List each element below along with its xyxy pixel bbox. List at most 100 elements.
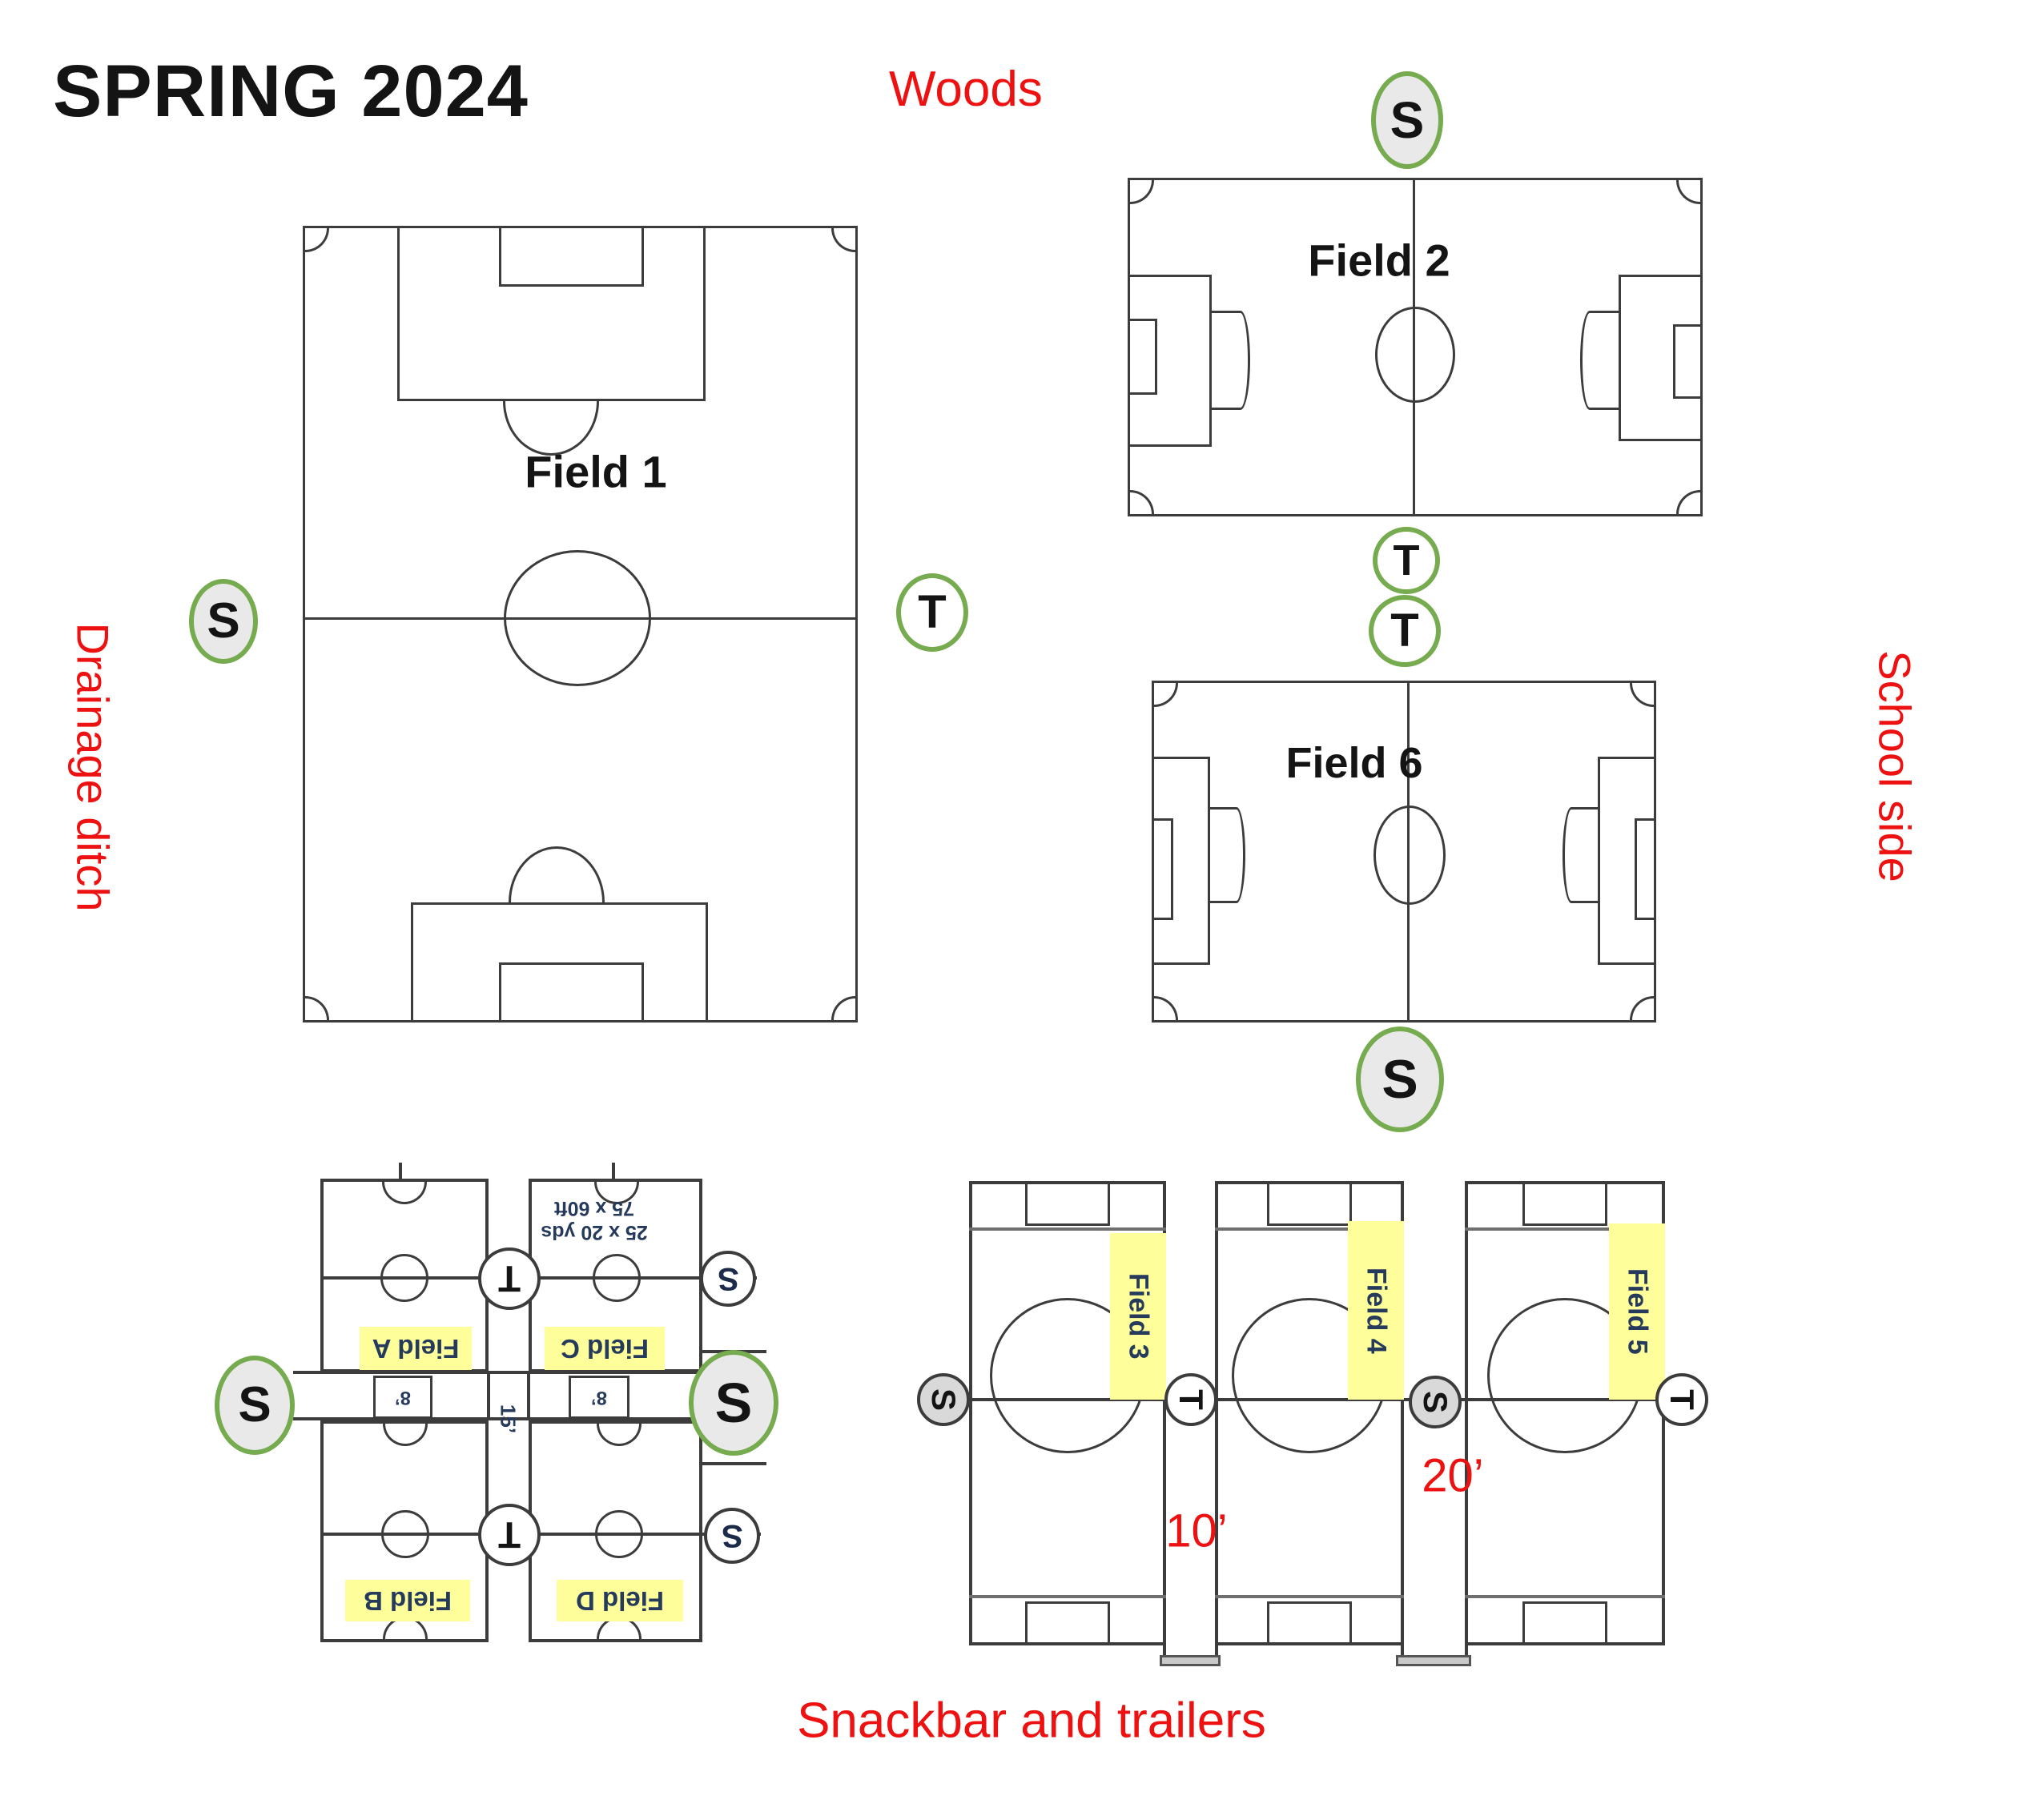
field4-label-text: Field 4 [1361,1267,1392,1354]
field3-penalty-line-top [969,1227,1166,1231]
t-letter: T [497,1514,521,1556]
field1-label: Field 1 [525,446,667,497]
field5-penalty-line-top [1465,1227,1665,1231]
field2-corner-arc [1130,490,1154,514]
complex-corridor-segment [527,1371,530,1420]
field3-pitch [969,1181,1166,1645]
t-letter: T [1390,605,1419,657]
field6-penalty-area-left [1154,757,1210,965]
complex-goal-tick [399,1163,402,1179]
t-letter: T [918,586,947,638]
group345-t-marker-mid: T [1164,1373,1217,1426]
field1-corner-arc [831,996,855,1020]
field1-pitch: Field 1 [303,226,858,1022]
fieldD-label-text: Field D [576,1586,665,1616]
gap-3-4-text: 10’ [1165,1505,1228,1557]
field4-penalty-line-top [1215,1227,1404,1231]
field5-label-text: Field 5 [1622,1268,1653,1355]
field1-t-marker: T [896,573,968,652]
s-letter: S [1390,91,1425,149]
gap-4-5-label: 20’ [1422,1449,1483,1503]
fieldA-label-text: Field A [372,1334,460,1364]
field5-goal-box-top [1522,1181,1607,1226]
complex-s-marker-top-right: S [700,1251,756,1307]
s-letter: S [721,1518,743,1553]
t-letter: T [1663,1389,1701,1410]
field2-pitch: Field 2 [1128,178,1703,516]
complex-corridor-segment [487,1371,490,1420]
field6-label: Field 6 [1285,739,1423,787]
dims-line1: 25 x 20 yds [541,1221,648,1243]
s-letter: S [924,1388,963,1412]
corridor-width-text: 15’ [496,1404,521,1434]
field3-label: Field 3 [1110,1233,1166,1400]
fieldC-label: Field C [545,1327,665,1370]
corridor-extension [1163,1645,1166,1655]
field1-corner-arc [305,996,329,1020]
field1-goal-box-top [499,228,644,287]
fieldA-label: Field A [360,1327,472,1370]
field6-penalty-arc-right [1563,807,1598,903]
fieldB-label-text: Field B [364,1586,452,1616]
shared-goal-box-left: 8’ [373,1376,432,1419]
complex-s-marker-right: S [689,1350,778,1456]
shared-goal-box-right: 8’ [569,1376,629,1419]
field5-goal-box-bottom [1522,1601,1607,1645]
s-letter: S [238,1377,271,1432]
group345-t-marker-right: T [1655,1373,1708,1426]
complex-alley-line [293,1371,702,1374]
s-letter: S [1382,1049,1418,1110]
field3-goal-box-top [1025,1181,1110,1226]
complex-s-marker-left: S [215,1356,295,1455]
field1-penalty-arc-bottom [509,846,605,902]
field2-goal-box-right [1673,324,1700,399]
complex-s-marker-bottom-right: S [704,1508,760,1564]
field1-corner-arc [305,228,329,252]
complex-side-stub [702,1462,766,1465]
field1-penalty-area-top [397,228,706,401]
field3-label-text: Field 3 [1123,1273,1154,1360]
field5-label: Field 5 [1609,1223,1665,1400]
snackbar-label: Snackbar and trailers [797,1693,1266,1749]
corridor-extension [1215,1645,1218,1655]
group345-s-marker-left: S [917,1373,970,1426]
gap-3-4-label: 10’ [1165,1505,1227,1558]
dims-line2: 75 x 60ft [553,1197,635,1219]
s-letter: S [1416,1390,1454,1414]
page-title: SPRING 2024 [53,50,529,132]
corridor-width-label: 15’ [496,1404,521,1433]
fieldB-label: Field B [345,1580,470,1621]
complex-goal-tick [612,1163,615,1179]
small-field-dimensions: 25 x 20 yds 75 x 60ft [541,1196,647,1244]
field2-corner-arc [1676,490,1700,514]
fieldA-center-circle [380,1254,428,1302]
field1-s-marker: S [189,579,258,664]
field2-penalty-area-right [1619,275,1700,441]
field6-corner-arc [1154,683,1178,707]
field6-penalty-area-right [1598,757,1654,965]
field6-corner-arc [1630,683,1654,707]
s-letter: S [714,1372,753,1434]
fieldC-center-circle [593,1254,641,1302]
complex-t-marker-bottom: T [478,1504,541,1566]
corridor-end-bar [1396,1655,1471,1666]
field3-goal-box-bottom [1025,1601,1110,1645]
field6-s-marker: S [1356,1027,1444,1132]
drainage-ditch-label: Drainage ditch [67,622,119,912]
corridor-extension [1401,1645,1404,1655]
field6-t-marker: T [1369,595,1441,667]
fieldC-label-text: Field C [561,1334,650,1364]
field2-penalty-arc-right [1580,311,1619,410]
field2-center-circle [1375,307,1455,403]
field6-corner-arc [1154,996,1178,1020]
field3-penalty-line-bottom [969,1595,1166,1598]
field1-center-circle [504,550,651,686]
complex-midline-bottom [320,1533,761,1536]
field1-penalty-area-bottom [411,902,708,1020]
t-letter: T [497,1258,521,1300]
field1-corner-arc [831,228,855,252]
field5-penalty-line-bottom [1465,1595,1665,1598]
fieldD-label: Field D [557,1580,683,1621]
field2-penalty-area-left [1130,275,1212,447]
field2-penalty-arc-left [1212,311,1250,410]
